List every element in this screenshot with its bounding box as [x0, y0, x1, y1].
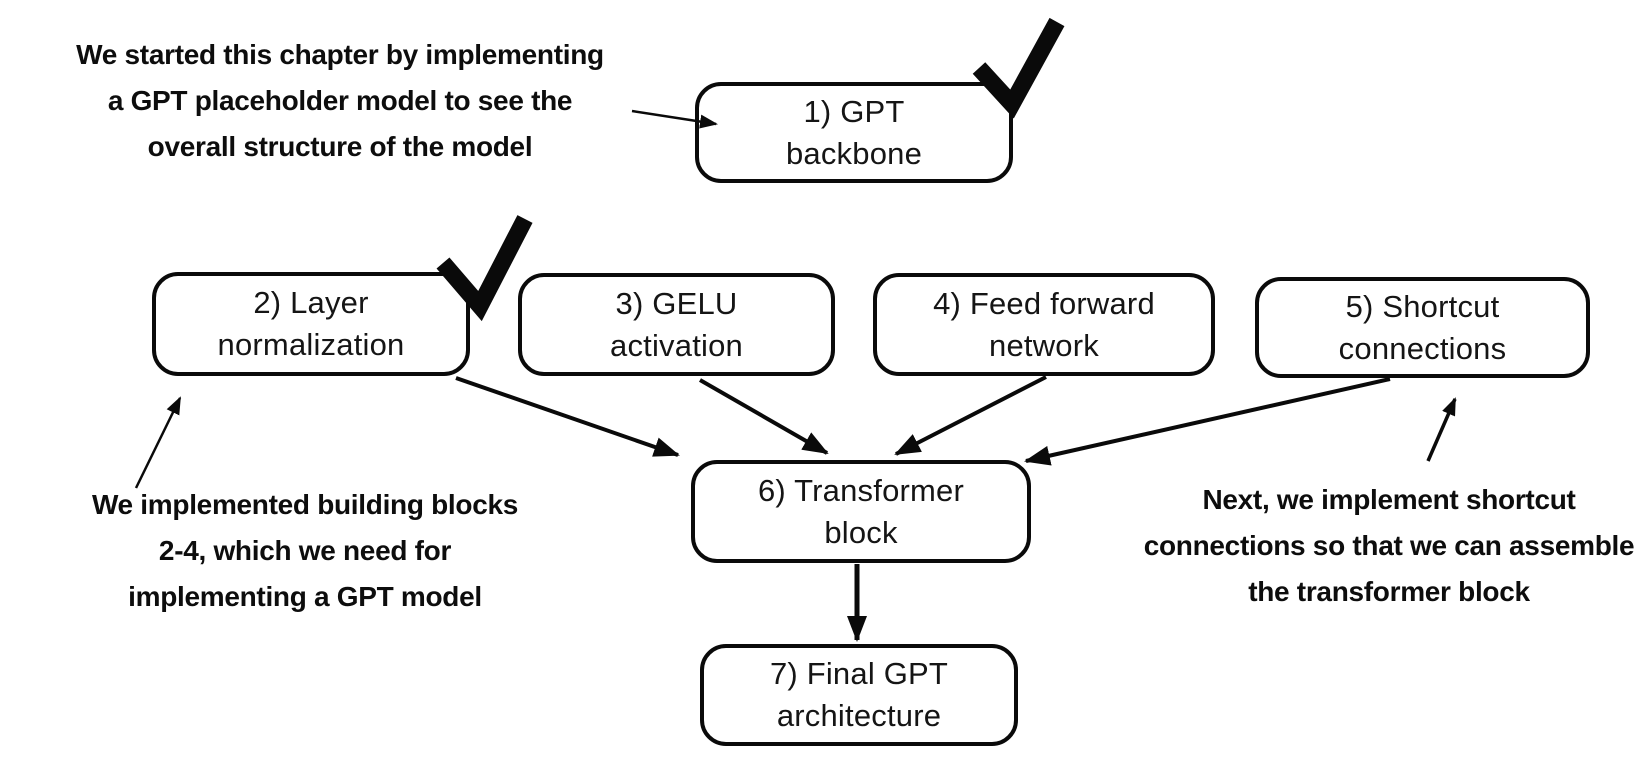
node-label: 5) Shortcut [1345, 288, 1500, 324]
note-intro-line: overall structure of the model [147, 131, 533, 162]
node-label: 7) Final GPT [769, 656, 949, 691]
arrow-gelu-to-transformer [699, 378, 829, 455]
node-label: activation [610, 327, 743, 363]
node-label: connections [1338, 330, 1507, 366]
note-building-blocks-line: implementing a GPT model [128, 581, 482, 612]
node-label: backbone [785, 135, 923, 171]
node-label: 3) GELU [615, 285, 738, 321]
note-intro: We started this chapter by implementing … [50, 32, 630, 170]
node-gpt-backbone: 1) GPT backbone [695, 82, 1013, 183]
node-label: 4) Feed forward [933, 285, 1155, 321]
node-label: 6) Transformer [757, 472, 965, 508]
arrow-feed-forward-to-transformer [894, 375, 1047, 456]
note-intro-line: We started this chapter by implementing [76, 39, 604, 70]
arrow-next-note-to-shortcut [1426, 397, 1457, 462]
note-next-step-line: Next, we implement shortcut [1202, 484, 1576, 515]
node-transformer-block: 6) Transformer block [691, 460, 1031, 563]
node-feed-forward-network: 4) Feed forward network [873, 273, 1215, 376]
arrow-shortcut-to-transformer [1024, 377, 1391, 466]
node-label: block [824, 514, 898, 550]
node-layer-normalization: 2) Layer normalization [152, 272, 470, 376]
arrow-layer-norm-to-transformer [455, 376, 680, 457]
note-next-step-line: connections so that we can assemble [1143, 530, 1635, 561]
node-final-gpt-architecture: 7) Final GPT architecture [700, 644, 1018, 746]
arrow-blocks-note-to-layer-norm [134, 396, 182, 489]
note-building-blocks-line: 2-4, which we need for [158, 535, 452, 566]
note-next-step: Next, we implement shortcut connections … [1139, 477, 1639, 615]
node-gelu-activation: 3) GELU activation [518, 273, 835, 376]
node-shortcut-connections: 5) Shortcut connections [1255, 277, 1590, 378]
node-label: network [989, 327, 1099, 363]
note-building-blocks: We implemented building blocks 2-4, whic… [60, 482, 550, 620]
node-label: architecture [776, 698, 942, 733]
node-label: 1) GPT [803, 93, 905, 129]
node-label: 2) Layer [253, 285, 369, 320]
note-next-step-line: the transformer block [1248, 576, 1530, 607]
note-intro-line: a GPT placeholder model to see the [107, 85, 573, 116]
node-label: normalization [217, 327, 405, 362]
note-building-blocks-line: We implemented building blocks [91, 489, 519, 520]
